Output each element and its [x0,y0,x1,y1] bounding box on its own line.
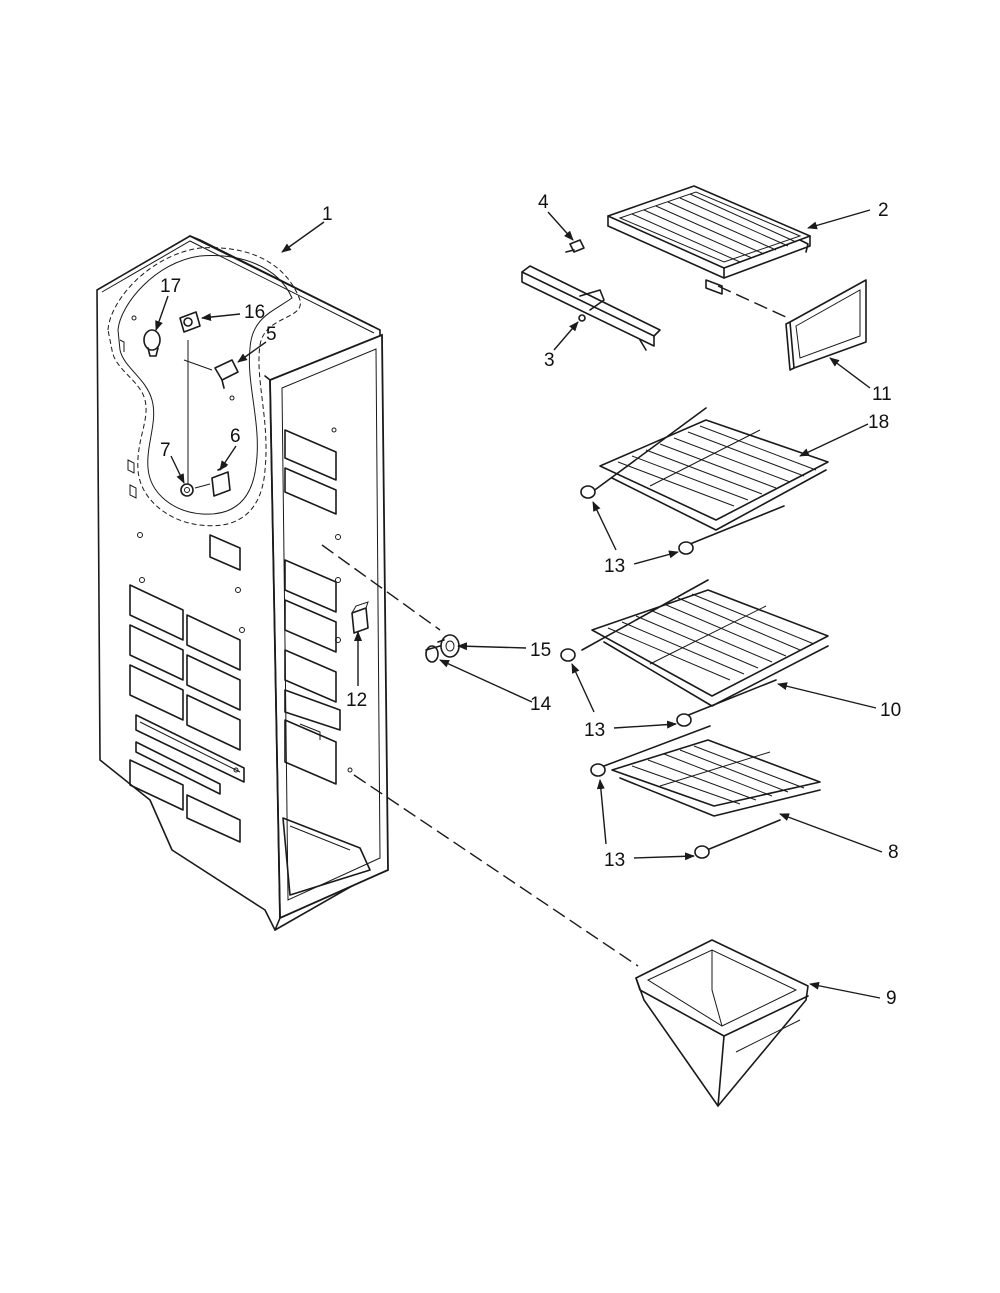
callout-15: 15 [530,640,551,661]
callout-17: 17 [160,276,181,297]
wire-shelf-upper [591,407,829,545]
rail-screw [565,239,585,253]
shelf-rail [521,265,661,351]
assembly-lines [321,285,789,967]
callout-18: 18 [868,412,889,433]
shelf-cover [785,279,867,371]
wire-shelf-lower [603,725,821,853]
freezer-bin [635,939,809,1107]
light-bulb-holder [179,311,201,333]
shelf-end-cap [560,485,710,859]
callout-16: 16 [244,302,265,323]
callout-labels: 1 2 3 4 5 6 7 8 9 10 11 12 13 13 13 14 1… [160,192,901,1009]
callout-13-middle: 13 [584,720,605,741]
callout-5: 5 [266,324,277,345]
thermostat-housing [183,359,239,389]
shelf-support-screw [425,645,441,663]
callout-2: 2 [878,200,889,221]
callout-8: 8 [888,842,899,863]
callout-11: 11 [872,384,892,405]
callout-12: 12 [346,690,367,711]
leader-lines [155,209,883,999]
callout-14: 14 [530,694,552,715]
callout-6: 6 [230,426,241,447]
callout-13-lower: 13 [604,850,625,871]
shelf-support-washer [437,634,460,658]
light-socket [143,329,161,357]
control-knob [180,483,211,497]
freezer-liner [96,235,389,931]
callout-4: 4 [538,192,549,213]
callout-9: 9 [886,988,897,1009]
shelf-stud-bracket [351,601,369,634]
callout-7: 7 [160,440,171,461]
callout-1: 1 [322,204,333,225]
callout-3: 3 [544,350,555,371]
callout-13-upper-left: 13 [604,556,625,577]
wire-shelf-middle [581,579,829,717]
callout-10: 10 [880,700,901,721]
freezer-shelf-top [607,185,811,295]
